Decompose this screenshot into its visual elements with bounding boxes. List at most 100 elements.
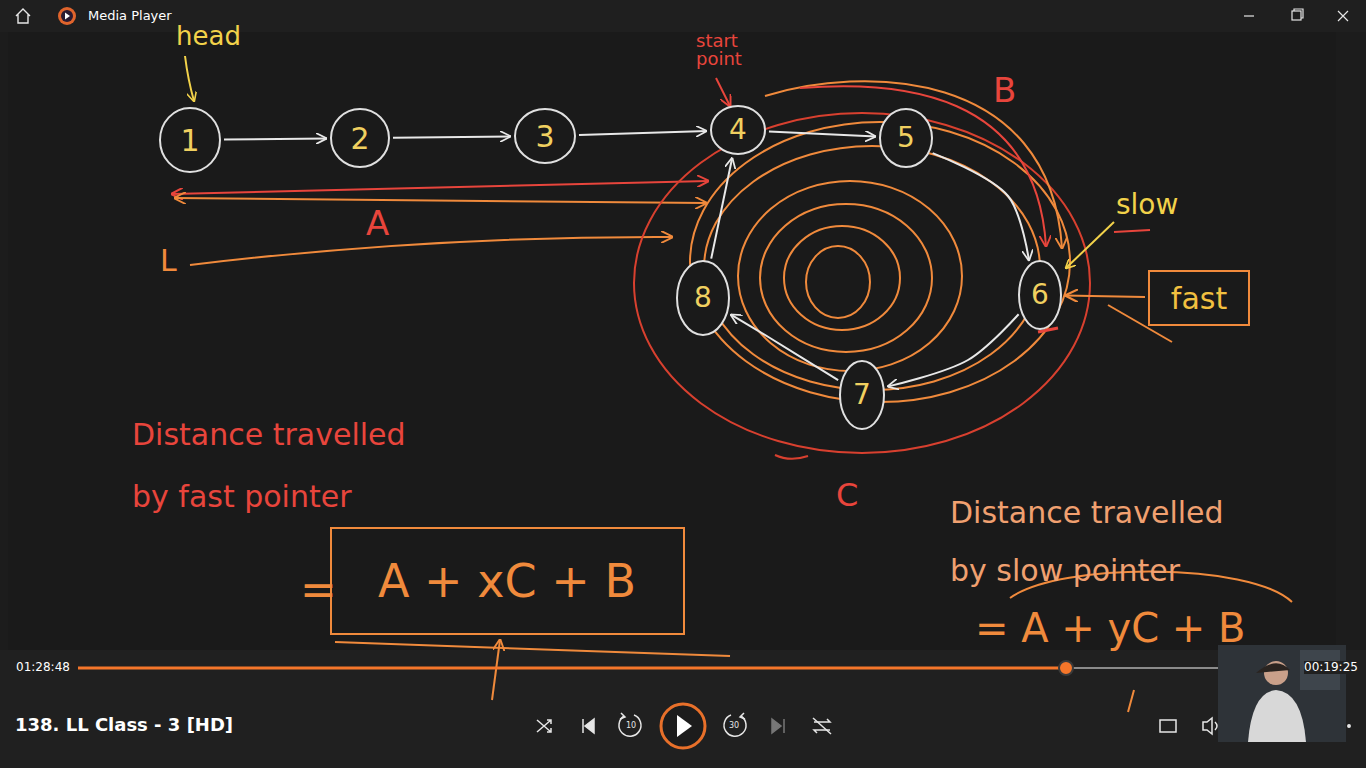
circle-outline bbox=[677, 261, 729, 335]
media-controls bbox=[772, 719, 781, 733]
pointer-arrow bbox=[730, 314, 838, 380]
note-text: Distance travelled by slow pointer bbox=[950, 484, 1250, 600]
webcam-thumbnail bbox=[1256, 663, 1290, 673]
list-node: 3 bbox=[514, 108, 576, 164]
pointer-label: slow bbox=[1116, 190, 1178, 221]
list-node: 7 bbox=[839, 360, 885, 430]
home-icon bbox=[16, 9, 30, 23]
window-controls bbox=[1338, 11, 1348, 21]
window-controls bbox=[1292, 11, 1301, 20]
formula-box: A + xC + B bbox=[330, 527, 685, 635]
app-icon bbox=[58, 7, 76, 25]
circle-outline bbox=[711, 106, 765, 154]
box-text: A + xC + B bbox=[378, 556, 636, 607]
progress-played bbox=[78, 667, 1066, 670]
circle-outline bbox=[880, 109, 932, 167]
node-value: 7 bbox=[853, 380, 871, 411]
travel-loops bbox=[690, 122, 1070, 402]
webcam-thumbnail bbox=[1248, 690, 1306, 742]
travel-loops bbox=[738, 181, 962, 371]
pointer-arrow bbox=[224, 138, 327, 139]
webcam-thumbnail bbox=[1218, 645, 1346, 742]
node-value: 4 bbox=[729, 115, 747, 146]
distance-l-arrow bbox=[190, 237, 672, 265]
list-node: 5 bbox=[879, 108, 933, 168]
progress-thumb bbox=[1059, 661, 1073, 675]
circle-outline bbox=[160, 108, 220, 172]
app-icon bbox=[61, 10, 73, 22]
window-title: Media Player bbox=[88, 9, 172, 23]
media-controls bbox=[1348, 725, 1350, 727]
distance-b-arrow bbox=[800, 86, 1046, 246]
travel-loops bbox=[704, 146, 1040, 390]
media-controls bbox=[814, 719, 830, 733]
circle-outline bbox=[840, 361, 884, 429]
media-controls bbox=[813, 718, 831, 734]
circle-outline bbox=[1019, 261, 1061, 329]
cycle-outline bbox=[634, 113, 1090, 453]
pointer-arrow bbox=[492, 640, 500, 700]
node-value: 3 bbox=[535, 120, 554, 153]
circle-outline bbox=[331, 109, 389, 167]
video-title: 138. LL Class - 3 [HD] bbox=[15, 715, 233, 735]
box-outline bbox=[1149, 271, 1249, 325]
play-button bbox=[661, 704, 705, 748]
skip-seconds: 10 bbox=[626, 722, 636, 731]
media-controls bbox=[783, 719, 785, 733]
distance-b-arrow bbox=[765, 81, 1062, 248]
list-node: 1 bbox=[159, 107, 221, 173]
pointer-arrow bbox=[769, 131, 876, 136]
circle-outline bbox=[515, 109, 575, 163]
app-icon bbox=[65, 13, 70, 20]
control-bar bbox=[0, 650, 1366, 768]
distance-label: A bbox=[366, 205, 389, 242]
skip-seconds: 30 bbox=[729, 722, 739, 731]
node-value: 1 bbox=[180, 124, 199, 157]
underline bbox=[1114, 230, 1150, 232]
window-controls bbox=[1294, 9, 1303, 18]
media-controls bbox=[585, 719, 594, 733]
distance-a-arrow bbox=[172, 181, 708, 194]
app-icon bbox=[58, 7, 76, 25]
list-node: 4 bbox=[710, 105, 766, 155]
note-text: Distance travelled by fast pointer bbox=[132, 404, 432, 528]
distance-label: B bbox=[993, 72, 1016, 109]
pointer-box: fast bbox=[1148, 270, 1250, 326]
media-controls bbox=[1160, 720, 1176, 732]
node-value: 6 bbox=[1031, 280, 1049, 311]
play-button bbox=[677, 715, 692, 737]
elapsed-time: 01:28:48 bbox=[16, 661, 70, 674]
formula-text: = A + yC + B bbox=[975, 606, 1246, 650]
box-text: fast bbox=[1171, 282, 1227, 315]
window-controls bbox=[1244, 15, 1254, 16]
travel-loops bbox=[690, 122, 1070, 402]
box-outline bbox=[331, 528, 684, 634]
media-controls bbox=[1203, 718, 1217, 734]
webcam-thumbnail bbox=[1218, 645, 1346, 742]
pointer-arrow bbox=[887, 314, 1018, 386]
underline bbox=[335, 642, 730, 656]
video-frame bbox=[8, 32, 1336, 650]
distance-label: L bbox=[160, 244, 177, 277]
list-node: 2 bbox=[330, 108, 390, 168]
node-value: 5 bbox=[897, 123, 915, 154]
cycle-mark bbox=[775, 455, 808, 459]
distance-a-arrow bbox=[175, 198, 706, 203]
pointer-label: head bbox=[176, 22, 241, 51]
pointer-arrow bbox=[579, 131, 707, 135]
start-point-arrow bbox=[716, 78, 730, 106]
media-controls bbox=[537, 720, 551, 732]
node-value: 2 bbox=[350, 122, 369, 155]
remaining-time: 00:19:25 bbox=[1304, 661, 1358, 674]
node-value: 8 bbox=[694, 283, 712, 314]
note-label: start point bbox=[696, 32, 760, 68]
media-controls bbox=[620, 713, 625, 719]
pointer-arrow bbox=[393, 136, 511, 137]
distance-label: C bbox=[836, 478, 858, 513]
equals-sign: = bbox=[300, 566, 337, 614]
media-controls bbox=[740, 713, 745, 719]
pointer-arrow bbox=[1128, 690, 1134, 712]
list-node: 6 bbox=[1018, 260, 1062, 330]
travel-loops bbox=[784, 226, 900, 330]
